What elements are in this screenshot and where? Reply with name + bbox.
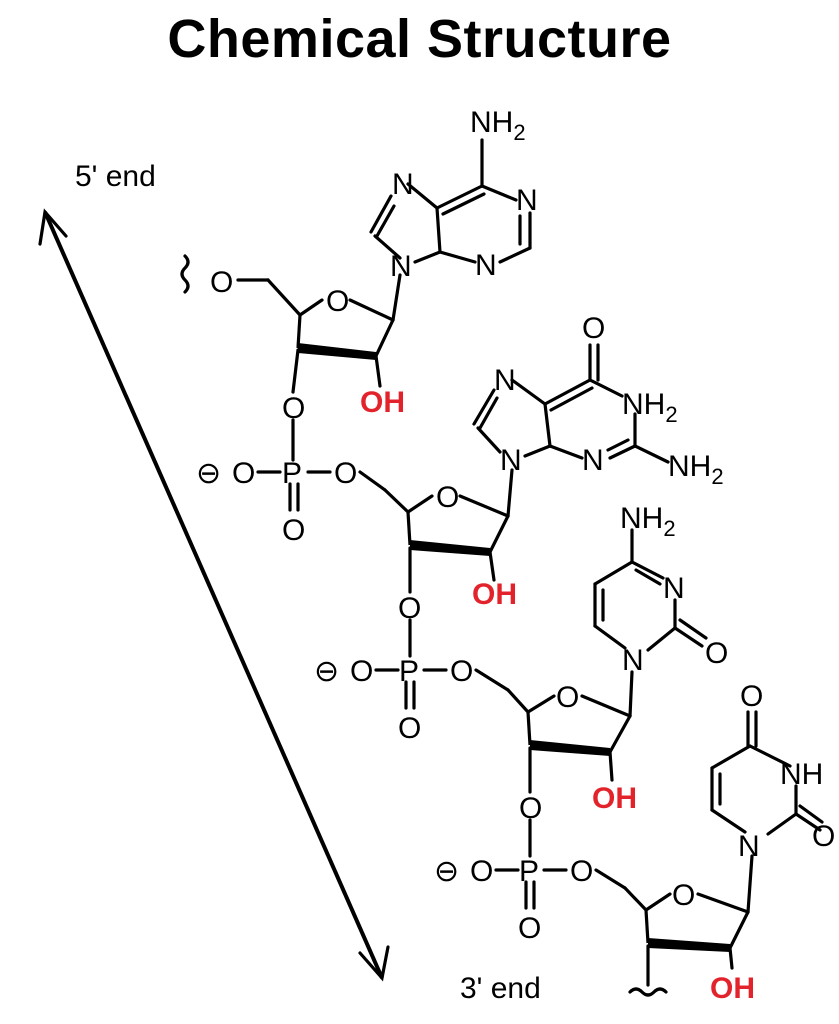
hydroxyl-1: OH bbox=[360, 386, 405, 419]
phosphate-1-o-ester: O bbox=[334, 457, 357, 490]
cytosine-carbonyl: O bbox=[705, 637, 728, 670]
phosphate-2-p: P bbox=[399, 655, 419, 688]
phosphate-2-o-minus: O bbox=[350, 655, 373, 688]
nucleotide-3-cytidine: O O OH N N O NH2 bbox=[506, 502, 728, 825]
ring-oxygen-3: O bbox=[556, 681, 579, 714]
phosphate-1-o-double: O bbox=[282, 514, 305, 547]
uracil-carbonyl4: O bbox=[740, 680, 763, 713]
guanine-n3: N bbox=[582, 444, 604, 477]
nucleotide-4-uridine: O OH N NH O O bbox=[623, 680, 835, 1005]
phosphate-1-p: P bbox=[282, 457, 302, 490]
phosphate-3-o-ester: O bbox=[570, 855, 593, 888]
guanine-n7: N bbox=[494, 364, 516, 397]
cytosine-n1: N bbox=[622, 644, 644, 677]
cytosine-n3: N bbox=[663, 572, 685, 605]
guanine-carbonyl: O bbox=[582, 312, 605, 345]
guanine-amine: NH2 bbox=[668, 450, 724, 489]
uracil-carbonyl2: O bbox=[812, 820, 835, 853]
adenine-n9: N bbox=[390, 250, 412, 283]
ring-oxygen-2: O bbox=[436, 481, 459, 514]
hydroxyl-4: OH bbox=[710, 972, 755, 1005]
cytosine-amine: NH2 bbox=[620, 502, 676, 541]
adenine-n7: N bbox=[392, 168, 414, 201]
hydroxyl-3: OH bbox=[592, 782, 637, 815]
phosphate-1-charge: ⊖ bbox=[196, 457, 221, 490]
guanine-n9: N bbox=[500, 444, 522, 477]
wavy-bond-3prime bbox=[628, 987, 668, 997]
phosphate-2-o-double: O bbox=[398, 712, 421, 745]
uracil-n1: N bbox=[738, 830, 760, 863]
three-prime-end-label: 3' end bbox=[460, 972, 541, 1005]
direction-arrow bbox=[38, 208, 390, 982]
ring-oxygen-4: O bbox=[672, 879, 695, 912]
guanine-n1h: NH2 bbox=[622, 388, 678, 427]
ring-oxygen-1: O bbox=[326, 285, 349, 318]
page-title: Chemical Structure bbox=[167, 9, 672, 69]
phosphate-3-p: P bbox=[519, 855, 539, 888]
phosphate-2-charge: ⊖ bbox=[314, 655, 339, 688]
c5-oxygen: O bbox=[210, 266, 233, 299]
hydroxyl-2: OH bbox=[472, 578, 517, 611]
phosphate-3: ⊖ O P O O bbox=[434, 818, 627, 945]
phosphate-3-o-double: O bbox=[518, 912, 541, 945]
phosphate-2: ⊖ O P O O bbox=[314, 618, 510, 745]
five-prime-end-label: 5' end bbox=[75, 160, 156, 193]
c3-oxygen-2: O bbox=[398, 592, 421, 625]
adenine-n3: N bbox=[475, 249, 497, 282]
nucleotide-1-adenosine: O O O OH N N N N NH2 bbox=[210, 106, 538, 425]
phosphate-3-o-minus: O bbox=[470, 855, 493, 888]
phosphate-2-o-ester: O bbox=[450, 655, 473, 688]
phosphate-1: ⊖ O P O O bbox=[196, 418, 387, 547]
uracil-n3h: NH bbox=[780, 758, 823, 791]
adenine-n1: N bbox=[516, 184, 538, 217]
wavy-bond-5prime bbox=[180, 254, 190, 294]
phosphate-1-o-minus: O bbox=[232, 457, 255, 490]
c3-oxygen-1: O bbox=[282, 392, 305, 425]
adenine-amine: NH2 bbox=[470, 106, 526, 145]
nucleotide-2-guanosine: O O OH N N N O NH2 NH2 bbox=[383, 312, 724, 625]
c3-oxygen-3: O bbox=[519, 792, 542, 825]
phosphate-3-charge: ⊖ bbox=[434, 855, 459, 888]
